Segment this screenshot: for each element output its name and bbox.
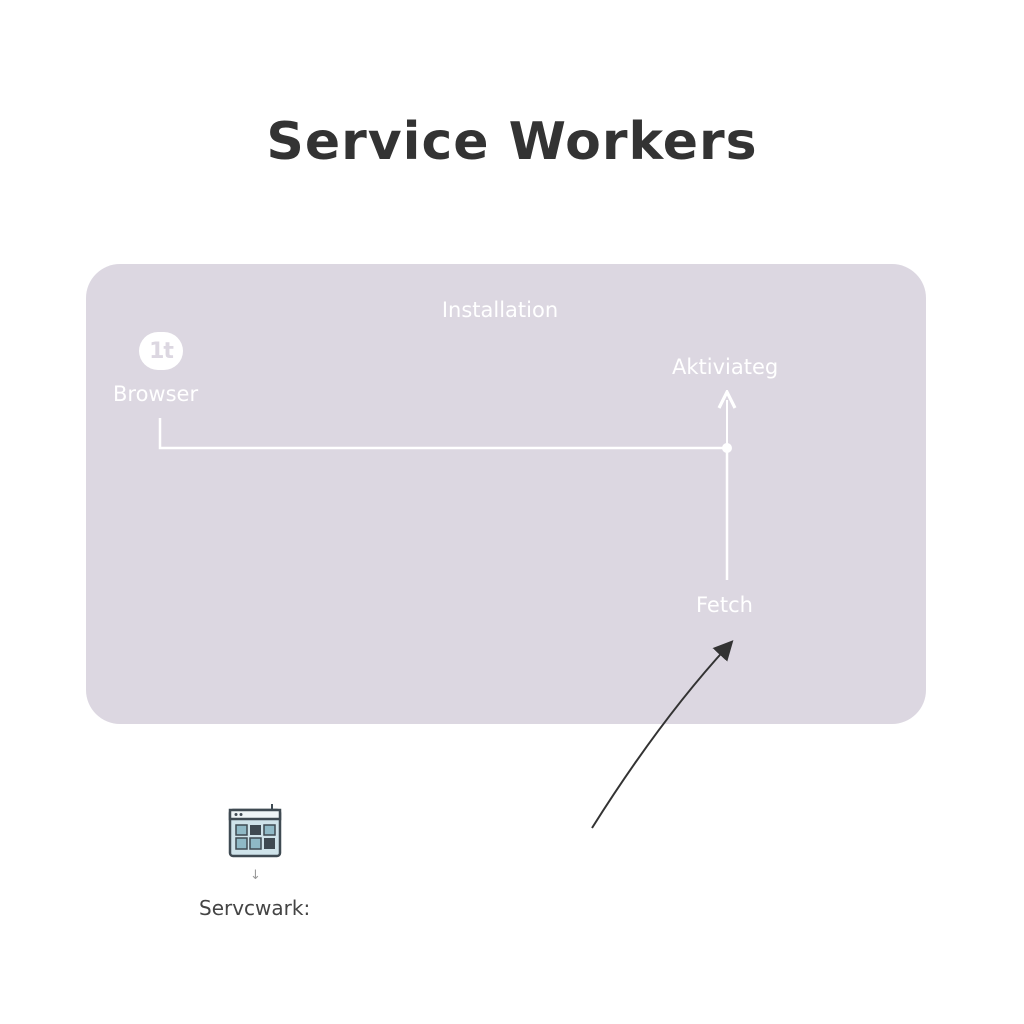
- browser-connector-line: [158, 418, 727, 450]
- activating-label: Aktiviateg: [672, 355, 779, 379]
- browser-window-icon: [228, 804, 282, 858]
- installation-label: Installation: [441, 298, 559, 322]
- fetch-label: Fetch: [696, 593, 753, 617]
- diagram-title: Service Workers: [266, 112, 758, 172]
- lifecycle-panel: [86, 264, 926, 724]
- down-arrow-icon: ↓: [250, 868, 261, 883]
- service-worker-label: Servcwark:: [199, 896, 311, 920]
- browser-label: Browser: [113, 382, 199, 406]
- service-worker-to-fetch-arrow: [591, 640, 734, 829]
- browser-icon: 1t: [139, 332, 183, 370]
